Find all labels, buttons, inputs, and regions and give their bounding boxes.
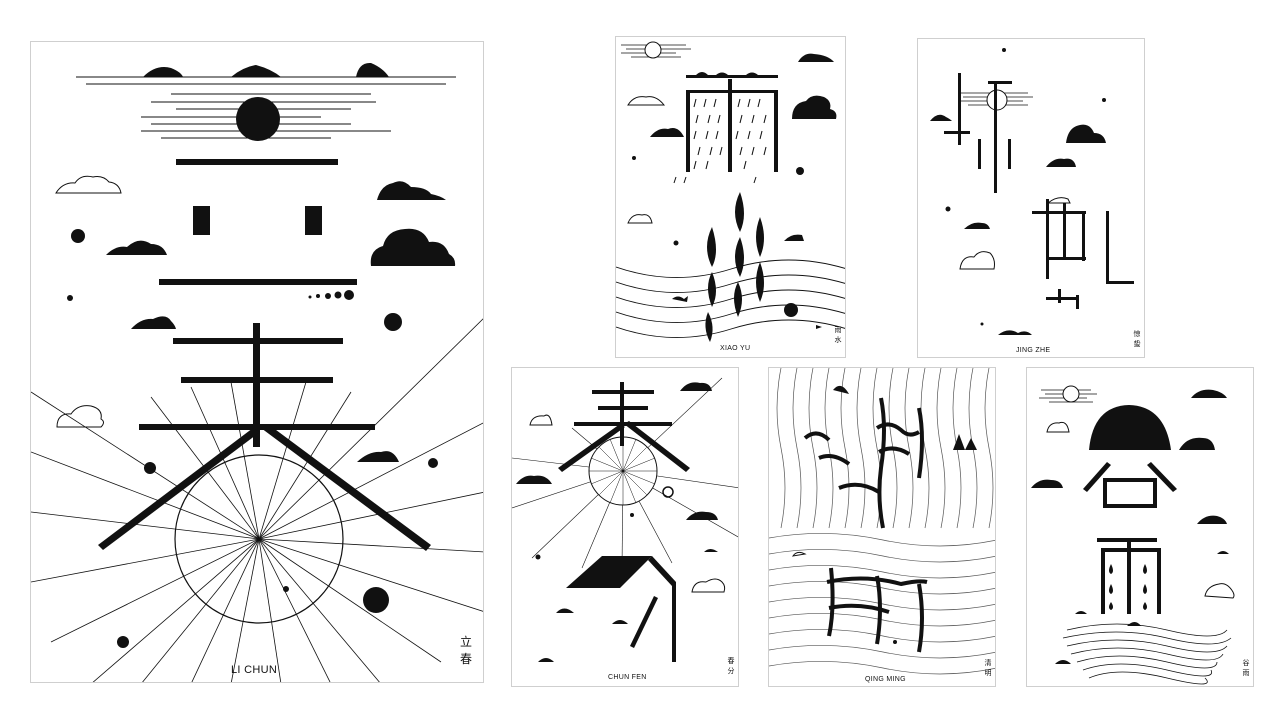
poster-cn-top: 春: [727, 658, 735, 665]
poster-cn-bottom: 明: [984, 670, 992, 677]
dot: [428, 458, 438, 468]
cloud-icon: [691, 578, 726, 593]
poster-caption: XIAO YU: [720, 345, 751, 352]
character-strokes: [1032, 199, 1134, 309]
poster-cn-top: 惊: [1133, 331, 1141, 338]
character-stroke: [305, 206, 322, 235]
poster-cn-bottom: 分: [727, 668, 735, 675]
cloud-icon: [792, 95, 837, 119]
sun-circle: [174, 454, 344, 624]
poster-xiaoyu: XIAO YU 雨 水: [615, 36, 846, 358]
horizontal-waves: [769, 533, 995, 675]
chunfen-artwork: [512, 377, 738, 662]
dot: [117, 636, 129, 648]
river-waves: [1062, 623, 1232, 685]
xiaoyu-artwork: [616, 41, 845, 342]
jingzhe-artwork: [930, 48, 1134, 335]
cloud-icon: [357, 451, 399, 462]
cloud-icon: [1197, 515, 1227, 524]
cloud-icon: [650, 128, 684, 137]
poster-cn-bottom: 蛰: [1133, 341, 1141, 348]
sun-icon: [644, 41, 662, 59]
dot: [384, 313, 402, 331]
raindrops: [1109, 564, 1147, 610]
cloud-icon: [627, 214, 653, 224]
poster-guyu: 谷 雨: [1026, 367, 1254, 687]
poster-caption: CHUN FEN: [608, 674, 647, 681]
sun-rays: [31, 318, 483, 682]
poster-cn-top: 谷: [1242, 660, 1250, 667]
mountain-icon: [231, 65, 281, 77]
character-stroke: [193, 206, 210, 235]
cloud-icon: [1046, 158, 1076, 167]
poster-cn-bottom: 雨: [1242, 670, 1250, 677]
character-chun: [98, 323, 431, 551]
guyu-artwork: [1031, 385, 1235, 685]
character-yu: [1097, 538, 1161, 614]
lichun-artwork: [31, 62, 483, 682]
cloud-icon: [516, 475, 552, 484]
cloud-icon: [55, 175, 122, 194]
poster-cn-top: 雨: [834, 327, 842, 334]
dot: [363, 587, 389, 613]
cloud-icon: [798, 53, 834, 62]
poster-cn-bottom: 水: [834, 337, 842, 344]
rain-lines: [673, 98, 767, 184]
mountain-icon: [1089, 405, 1171, 450]
cloud-icon: [377, 181, 446, 200]
cloud-icon: [1204, 583, 1235, 599]
poster-chunfen: CHUN FEN 春 分: [511, 367, 739, 687]
poster-jingzhe: JING ZHE 惊 蛰: [917, 38, 1145, 358]
poster-cn-top: 立: [459, 635, 472, 649]
poster-lichun: LI CHUN 立 春: [30, 41, 484, 683]
dot: [144, 462, 156, 474]
cloud-icon: [1046, 421, 1070, 433]
poster-caption: QING MING: [865, 676, 906, 683]
cloud-icon: [131, 316, 176, 329]
cloud-icon: [370, 228, 456, 266]
sun-icon: [1062, 385, 1080, 403]
cloud-icon: [680, 382, 712, 391]
cloud-icon: [959, 251, 995, 270]
cloud-icon: [1066, 124, 1106, 143]
sun-icon: [236, 97, 280, 141]
seaweed: [705, 192, 764, 342]
poster-qingming: QING MING 清 明: [768, 367, 996, 687]
character-strokes: [803, 397, 928, 653]
character-chun: [558, 382, 690, 472]
cloud-icon: [1179, 437, 1215, 450]
cloud-icon: [686, 511, 718, 520]
cloud-icon: [529, 414, 553, 426]
cloud-icon: [56, 405, 104, 428]
poster-caption: JING ZHE: [1016, 347, 1051, 354]
waves: [616, 259, 845, 338]
dot: [71, 229, 85, 243]
dot: [67, 295, 73, 301]
poster-cn-top: 清: [984, 660, 992, 667]
qingming-artwork: [769, 368, 995, 675]
cloud-icon: [1031, 479, 1063, 488]
mountain-icon: [143, 67, 183, 77]
mountain-icon: [356, 62, 389, 77]
poster-caption: LI CHUN: [231, 664, 278, 676]
cloud-icon: [106, 240, 167, 255]
cloud-icon: [627, 96, 666, 106]
character-stroke: [159, 279, 357, 285]
character-stroke: [176, 159, 338, 165]
roof: [566, 556, 652, 588]
poster-cn-bottom: 春: [459, 652, 472, 666]
cloud-icon: [1191, 389, 1227, 398]
